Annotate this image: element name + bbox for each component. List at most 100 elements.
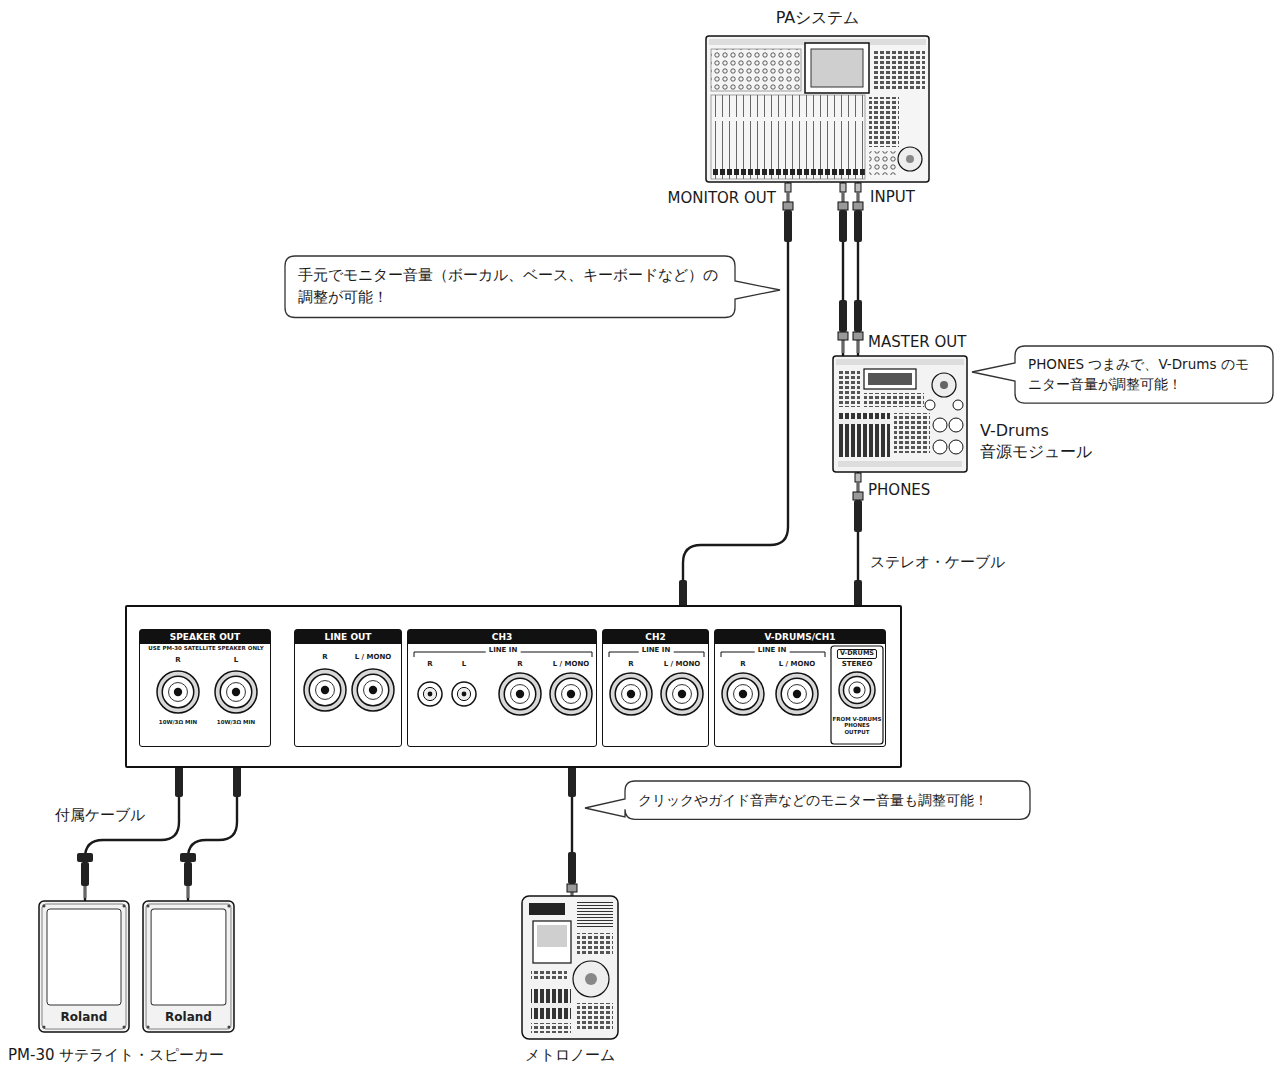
jack-label: R: [628, 661, 633, 668]
jack-label: R: [740, 661, 745, 668]
plug-body: [784, 210, 792, 242]
callout-outline: [285, 256, 735, 318]
jack-stub: [855, 183, 861, 192]
callout-bubble: 手元でモニター音量（ボーカル、ベース、キーボードなど）の調整が可能！: [285, 256, 735, 318]
jack-ring: [550, 673, 592, 715]
plug-tip: [187, 886, 190, 898]
jack-label: L: [462, 661, 466, 668]
device-title: PAシステム: [665, 8, 970, 29]
rca-ring: [452, 682, 476, 706]
jack-label: R: [427, 661, 432, 668]
jack-ring: [499, 673, 541, 715]
device: Roland: [38, 900, 130, 1033]
jack-hole: [678, 690, 686, 698]
panel-section: CH3LINE INRLRL / MONO: [407, 629, 597, 747]
device: PAシステム: [705, 35, 930, 183]
jack-label: USE PM-30 SATELLITE SPEAKER ONLY: [148, 646, 263, 652]
device-drawing: [833, 356, 967, 472]
plug-body: [175, 765, 183, 797]
brand-logo: Roland: [38, 1010, 130, 1024]
section-header: SPEAKER OUT: [140, 630, 270, 644]
plug-body: [839, 210, 847, 242]
jack-hole: [369, 686, 377, 694]
callout-text: PHONES つまみで、V-Drums のモニター音量が調整可能！: [1028, 355, 1260, 394]
callout-shape: [972, 346, 1273, 403]
jack-hole: [739, 690, 747, 698]
panel-section: SPEAKER OUT USE PM-30 SATELLITE SPEAKER O…: [139, 629, 271, 747]
jack-nut: [666, 678, 698, 710]
plug-collar: [838, 332, 848, 340]
jack-label: L: [234, 657, 238, 664]
device-illustration: [521, 895, 619, 1040]
plug-tip: [842, 340, 845, 353]
section-header: CH2: [603, 630, 708, 644]
plug-head: [77, 853, 93, 862]
panel-section: CH2LINE INRL / MONO: [602, 629, 709, 747]
jack-nut: [844, 677, 871, 704]
jack-nut: [615, 678, 647, 710]
jack-label: R: [322, 654, 327, 661]
plug-body: [854, 300, 862, 332]
jack-nut: [504, 678, 536, 710]
callout-outline: [1015, 346, 1273, 403]
plug-collar: [783, 202, 793, 210]
jack-nut: [555, 678, 587, 710]
section-header: LINE OUT: [295, 630, 401, 644]
plug-collar: [838, 202, 848, 210]
device: メトロノーム: [521, 895, 619, 1040]
rca-inner: [457, 687, 470, 700]
plug-tip: [787, 192, 790, 202]
cable: [683, 183, 788, 629]
jack-hole: [232, 688, 240, 696]
plug-tip: [857, 192, 860, 202]
jack-label: STEREO: [842, 661, 873, 668]
jack-inner: [169, 683, 188, 702]
jack-ring: [352, 669, 394, 711]
jack-nut: [220, 676, 252, 708]
jack-inner: [849, 682, 865, 698]
jack-name: INPUT: [870, 188, 915, 206]
jack-ring: [776, 673, 818, 715]
jack-stub: [840, 183, 846, 192]
jack-name: PM-30 サテライト・スピーカー: [8, 1046, 224, 1064]
jack-label: L / MONO: [779, 661, 816, 668]
device: Roland: [142, 900, 235, 1033]
rca-inner: [423, 687, 436, 700]
jack-stub: [855, 473, 861, 482]
jack-inner: [734, 685, 753, 704]
rear-panel: SPEAKER OUT USE PM-30 SATELLITE SPEAKER O…: [125, 605, 902, 768]
device-illustration: [705, 35, 930, 183]
jack-nut: [781, 678, 813, 710]
plug-body: [568, 852, 576, 884]
jack-inner: [227, 683, 246, 702]
brand-logo: Roland: [142, 1010, 235, 1024]
section-drawing: [295, 630, 403, 748]
plug-collar: [853, 332, 863, 340]
plug-body: [568, 765, 576, 797]
section-header: CH3: [408, 630, 596, 644]
jack-label: V-DRUMS: [837, 649, 877, 659]
jack-hole: [853, 686, 860, 693]
cable-label: ステレオ・ケーブル: [870, 553, 1005, 571]
panel-section: V-DRUMS/CH1LINE INRL / MONOV-DRUMSSTEREO…: [714, 629, 886, 747]
callout-shape: [285, 256, 780, 318]
jack-nut: [357, 674, 389, 706]
callout-text: クリックやガイド音声などのモニター音量も調整可能！: [638, 790, 1017, 810]
jack-label: LINE IN: [486, 646, 521, 654]
jack-ring: [304, 669, 346, 711]
jack-nut: [162, 676, 194, 708]
plug-body: [854, 500, 862, 532]
device-drawing: [706, 36, 929, 182]
jack-label: LINE IN: [755, 646, 790, 654]
jack-hole: [793, 690, 801, 698]
device: V-Drums 音源モジュール: [832, 355, 968, 473]
jack-label: L / MONO: [553, 661, 590, 668]
jack-inner: [673, 685, 692, 704]
jack-ring: [215, 671, 257, 713]
device-title: メトロノーム: [481, 1046, 659, 1065]
device-illustration: [832, 355, 968, 473]
plug-head: [180, 853, 196, 862]
plug-body: [839, 300, 847, 332]
jack-name: MASTER OUT: [868, 333, 967, 351]
plug-collar: [567, 884, 577, 892]
